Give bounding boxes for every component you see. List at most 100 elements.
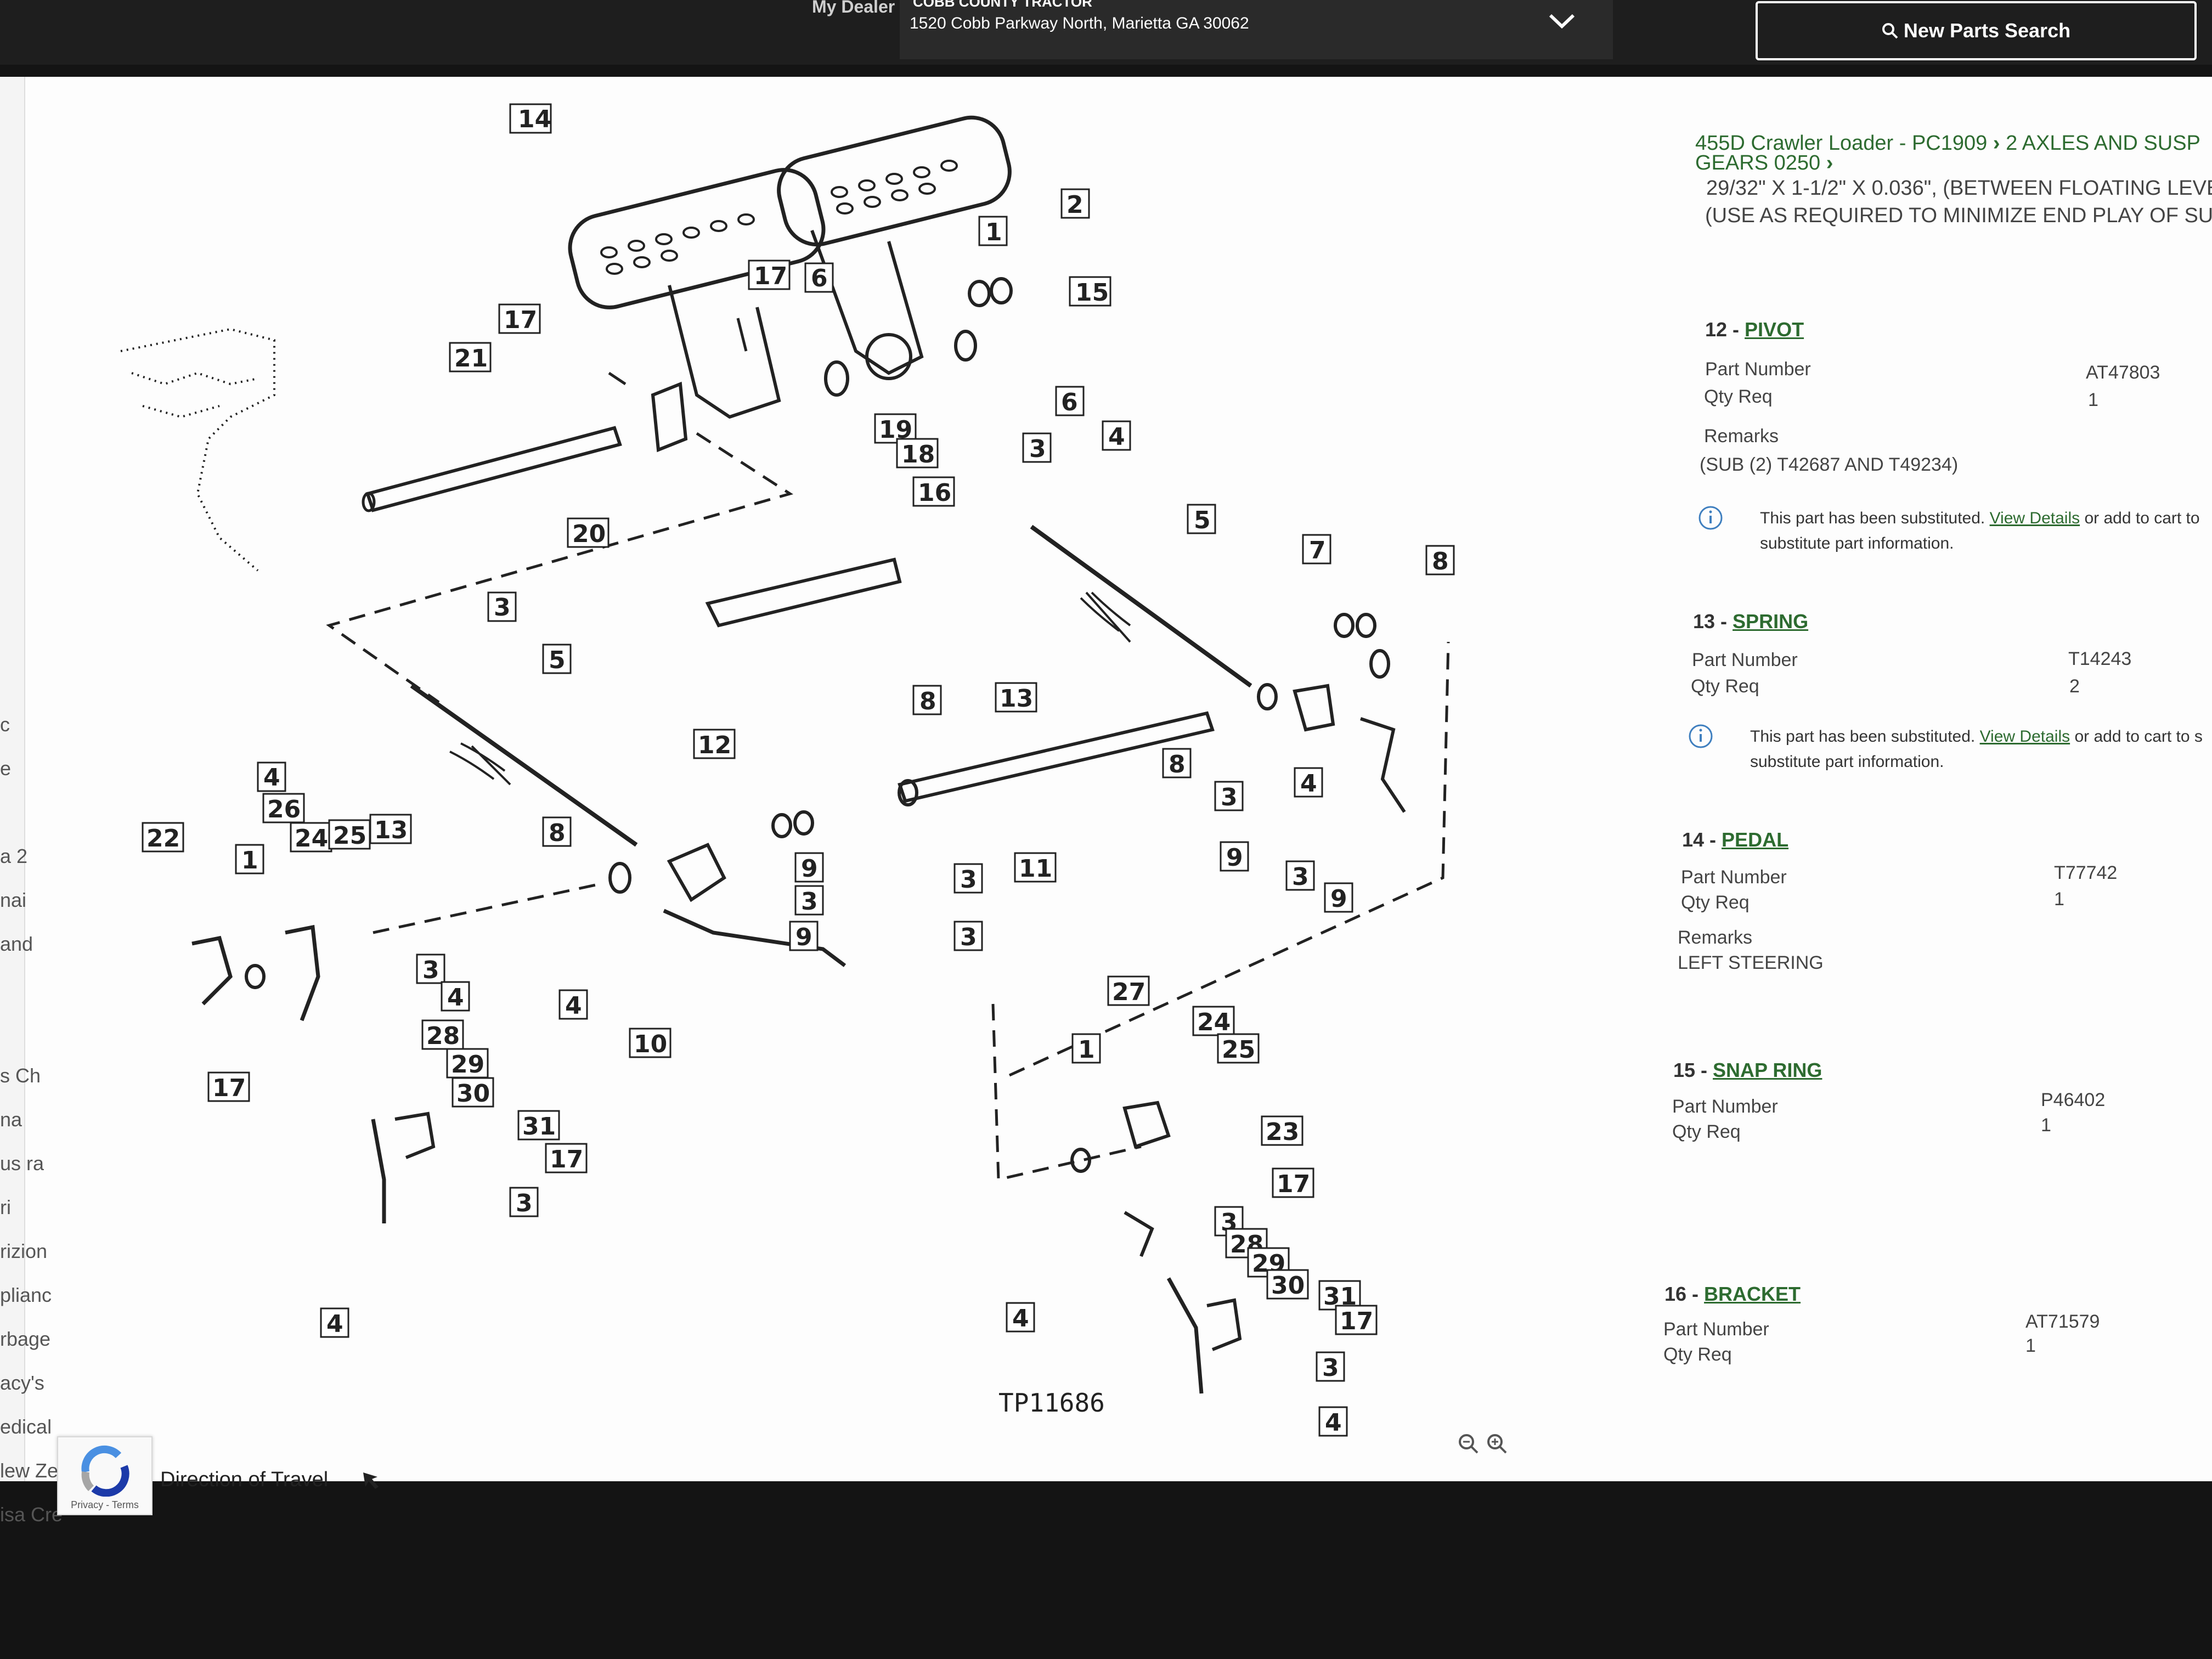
left-list-item[interactable]: s Ch xyxy=(0,1064,41,1087)
left-list-item[interactable]: acy's xyxy=(0,1372,44,1394)
part-note: (USE AS REQUIRED TO MINIMIZE END PLAY OF… xyxy=(1705,204,2212,227)
new-parts-search-label: New Parts Search xyxy=(1903,19,2071,42)
left-list-item[interactable]: a 2 xyxy=(0,845,28,867)
callout-label: 8 xyxy=(912,685,942,715)
left-list-item[interactable]: c xyxy=(0,713,10,736)
svg-text:26: 26 xyxy=(267,795,301,823)
view-details-link[interactable]: View Details xyxy=(1979,727,2070,746)
callout-label: 6 xyxy=(804,262,834,293)
linkage-illustration xyxy=(191,524,1406,1394)
remarks-value: (SUB (2) T42687 AND T49234) xyxy=(1700,454,1959,475)
callout-label: 3 xyxy=(794,885,824,916)
qty-label: Qty Req xyxy=(1691,676,1759,697)
bracket-illustration xyxy=(705,557,902,628)
left-list-item[interactable]: e xyxy=(0,757,12,780)
part-index: 12 - xyxy=(1705,318,1745,341)
part-name-link[interactable]: BRACKET xyxy=(1704,1283,1801,1305)
svg-text:3: 3 xyxy=(960,866,977,894)
callout-label: 18 xyxy=(896,438,939,469)
svg-text:3: 3 xyxy=(960,923,977,951)
left-list-item[interactable]: ri xyxy=(0,1196,11,1218)
svg-text:14: 14 xyxy=(518,105,551,133)
callout-labels: 14 2 1 15 17 6 17 21 6 20 19 18 16 3 4 5… xyxy=(142,103,1455,1437)
svg-text:25: 25 xyxy=(1222,1036,1255,1064)
left-list-item[interactable]: lew Ze xyxy=(0,1459,59,1482)
left-list-item[interactable]: and xyxy=(0,933,33,955)
svg-text:16: 16 xyxy=(918,479,951,507)
substitution-notice: This part has been substituted. View Det… xyxy=(1750,727,2203,771)
callout-label: 31 xyxy=(517,1110,560,1141)
svg-text:4: 4 xyxy=(1108,423,1125,451)
part-note: 29/32" X 1-1/2" X 0.036", (BETWEEN FLOAT… xyxy=(1706,177,2212,200)
breadcrumb: 455D Crawler Loader - PC1909 › 2 AXLES A… xyxy=(1695,132,2200,155)
breadcrumb-group[interactable]: GEARS 0250 xyxy=(1695,151,1821,174)
callout-label: 17 xyxy=(498,303,541,334)
left-list-item[interactable]: rbage xyxy=(0,1328,51,1350)
left-list-item[interactable]: isa Cre xyxy=(0,1503,63,1526)
callout-label: 30 xyxy=(1266,1269,1309,1300)
zoom-out-icon[interactable] xyxy=(1457,1432,1481,1456)
part-name-link[interactable]: SPRING xyxy=(1733,610,1809,633)
left-list-item[interactable]: rizion xyxy=(0,1240,48,1262)
callout-label: 21 xyxy=(449,342,492,373)
callout-label: 3 xyxy=(416,953,445,984)
callout-label: 3 xyxy=(1316,1351,1345,1382)
svg-text:15: 15 xyxy=(1075,279,1109,307)
svg-text:24: 24 xyxy=(1197,1008,1231,1036)
svg-text:30: 30 xyxy=(456,1080,490,1108)
callout-label: 4 xyxy=(257,761,286,792)
chevron-down-icon[interactable] xyxy=(1543,4,1581,37)
svg-text:3: 3 xyxy=(494,594,511,622)
dealer-name: COBB COUNTY TRACTOR xyxy=(913,0,1092,10)
svg-text:3: 3 xyxy=(422,956,439,984)
part-entry-snap-ring: 15 - SNAP RING xyxy=(1673,1059,1822,1082)
left-list-item[interactable]: nai xyxy=(0,889,27,911)
svg-text:3: 3 xyxy=(1322,1354,1339,1382)
breadcrumb-model[interactable]: 455D Crawler Loader - PC1909 xyxy=(1695,132,1988,155)
callout-label: 7 xyxy=(1302,534,1331,565)
svg-text:24: 24 xyxy=(295,825,328,853)
zoom-in-icon[interactable] xyxy=(1485,1432,1509,1456)
part-title: 15 - SNAP RING xyxy=(1673,1059,1822,1082)
svg-text:17: 17 xyxy=(550,1146,583,1173)
callout-label: 15 xyxy=(1069,276,1111,307)
direction-arrow-icon xyxy=(363,1472,379,1489)
svg-text:18: 18 xyxy=(901,441,935,469)
callout-label: 30 xyxy=(452,1077,494,1108)
parts-detail-panel: 455D Crawler Loader - PC1909 › 2 AXLES A… xyxy=(1663,121,2212,1470)
part-name-link[interactable]: PIVOT xyxy=(1745,318,1804,341)
left-list-item[interactable]: us ra xyxy=(0,1152,44,1175)
part-name-link[interactable]: SNAP RING xyxy=(1713,1059,1822,1081)
view-details-link[interactable]: View Details xyxy=(1989,509,2080,527)
qty-label: Qty Req xyxy=(1672,1121,1741,1142)
svg-text:6: 6 xyxy=(811,264,828,292)
parts-diagram[interactable]: 14 2 1 15 17 6 17 21 6 20 19 18 16 3 4 5… xyxy=(99,88,1481,1448)
new-parts-search-button[interactable]: New Parts Search xyxy=(1756,1,2197,60)
svg-text:25: 25 xyxy=(333,822,366,850)
callout-label: 9 xyxy=(794,852,824,883)
left-side-list: c e a 2 nai and s Ch na us ra ri rizion … xyxy=(0,77,63,1526)
callout-label: 4 xyxy=(558,989,588,1020)
left-list-item[interactable]: edical xyxy=(0,1415,52,1438)
remarks-value: LEFT STEERING xyxy=(1678,952,1824,973)
part-name-link[interactable]: PEDAL xyxy=(1722,828,1789,851)
svg-text:9: 9 xyxy=(795,923,812,951)
svg-text:3: 3 xyxy=(801,888,818,916)
callout-label: 11 xyxy=(1014,852,1057,883)
svg-text:8: 8 xyxy=(1432,548,1449,575)
svg-text:2: 2 xyxy=(1066,191,1084,219)
callout-label: 28 xyxy=(421,1019,464,1050)
recaptcha-icon xyxy=(81,1445,129,1497)
part-number-label: Part Number xyxy=(1672,1096,1778,1117)
left-list-item[interactable]: plianc xyxy=(0,1284,52,1306)
left-list-item[interactable]: na xyxy=(0,1108,22,1131)
callout-label: 8 xyxy=(1162,748,1192,778)
breadcrumb-section[interactable]: 2 AXLES AND SUSP xyxy=(2006,132,2200,155)
svg-text:4: 4 xyxy=(447,984,464,1012)
svg-text:9: 9 xyxy=(801,855,818,883)
recaptcha-badge[interactable]: Privacy - Terms xyxy=(57,1436,153,1515)
recaptcha-links[interactable]: Privacy - Terms xyxy=(71,1499,139,1510)
diagram-code: TP11686 xyxy=(998,1388,1105,1418)
dealer-selector[interactable]: COBB COUNTY TRACTOR 1520 Cobb Parkway No… xyxy=(900,0,1613,59)
remarks-label: Remarks xyxy=(1678,927,1753,948)
